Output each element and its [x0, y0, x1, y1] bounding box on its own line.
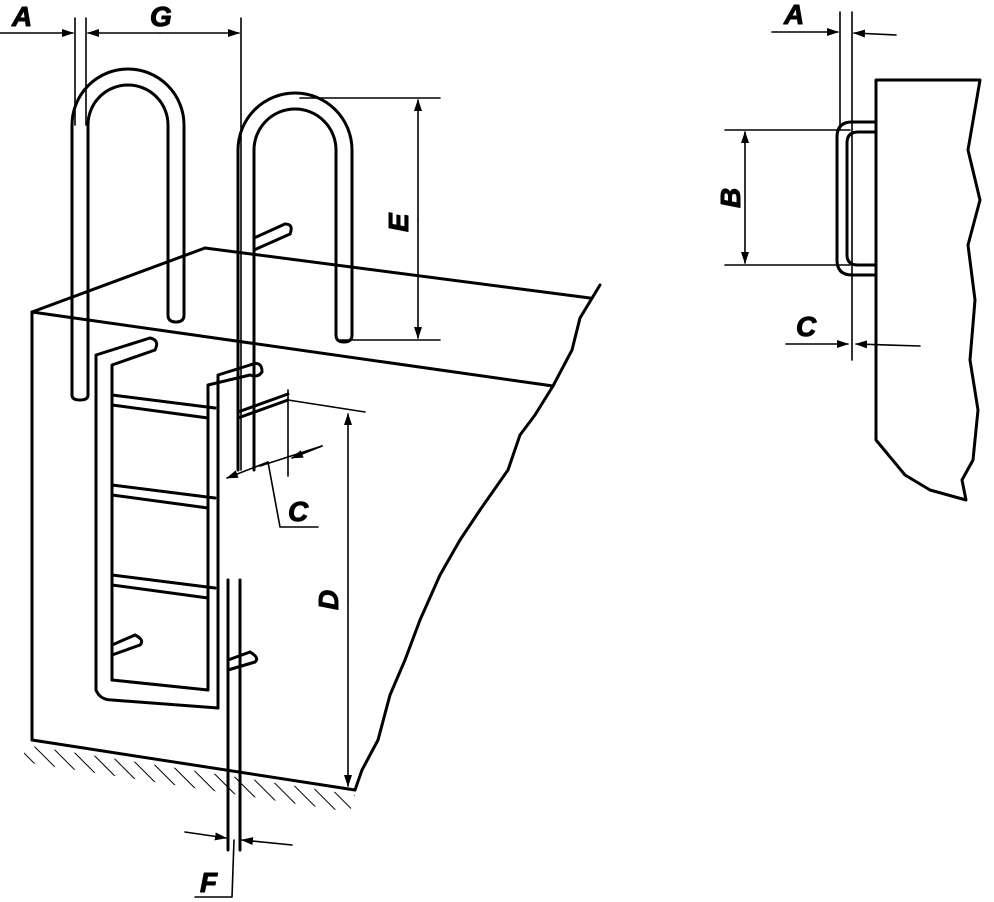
label-a: A: [11, 1, 32, 32]
label-d: D: [313, 590, 344, 610]
side-dimension-lines: [724, 11, 921, 361]
side-label-c: C: [796, 311, 817, 342]
side-label-b: B: [715, 188, 746, 208]
left-view: A G E C D F: [0, 1, 602, 899]
label-f: F: [200, 867, 218, 898]
label-e: E: [383, 212, 414, 232]
label-g: G: [150, 1, 172, 32]
ground-hatching: [24, 745, 355, 812]
ladder-frame: [94, 336, 290, 852]
pool-wall: [30, 246, 602, 792]
left-labels: A G E C D F: [11, 1, 415, 899]
right-view: A B C: [715, 0, 982, 502]
left-handrail: [70, 67, 186, 402]
side-label-a: A: [783, 0, 804, 30]
label-c: C: [288, 496, 309, 527]
side-wall: [874, 78, 982, 502]
right-labels: A B C: [715, 0, 818, 343]
side-bracket: [835, 120, 878, 277]
dimension-lines: [0, 17, 441, 898]
right-handrail: [236, 91, 354, 472]
